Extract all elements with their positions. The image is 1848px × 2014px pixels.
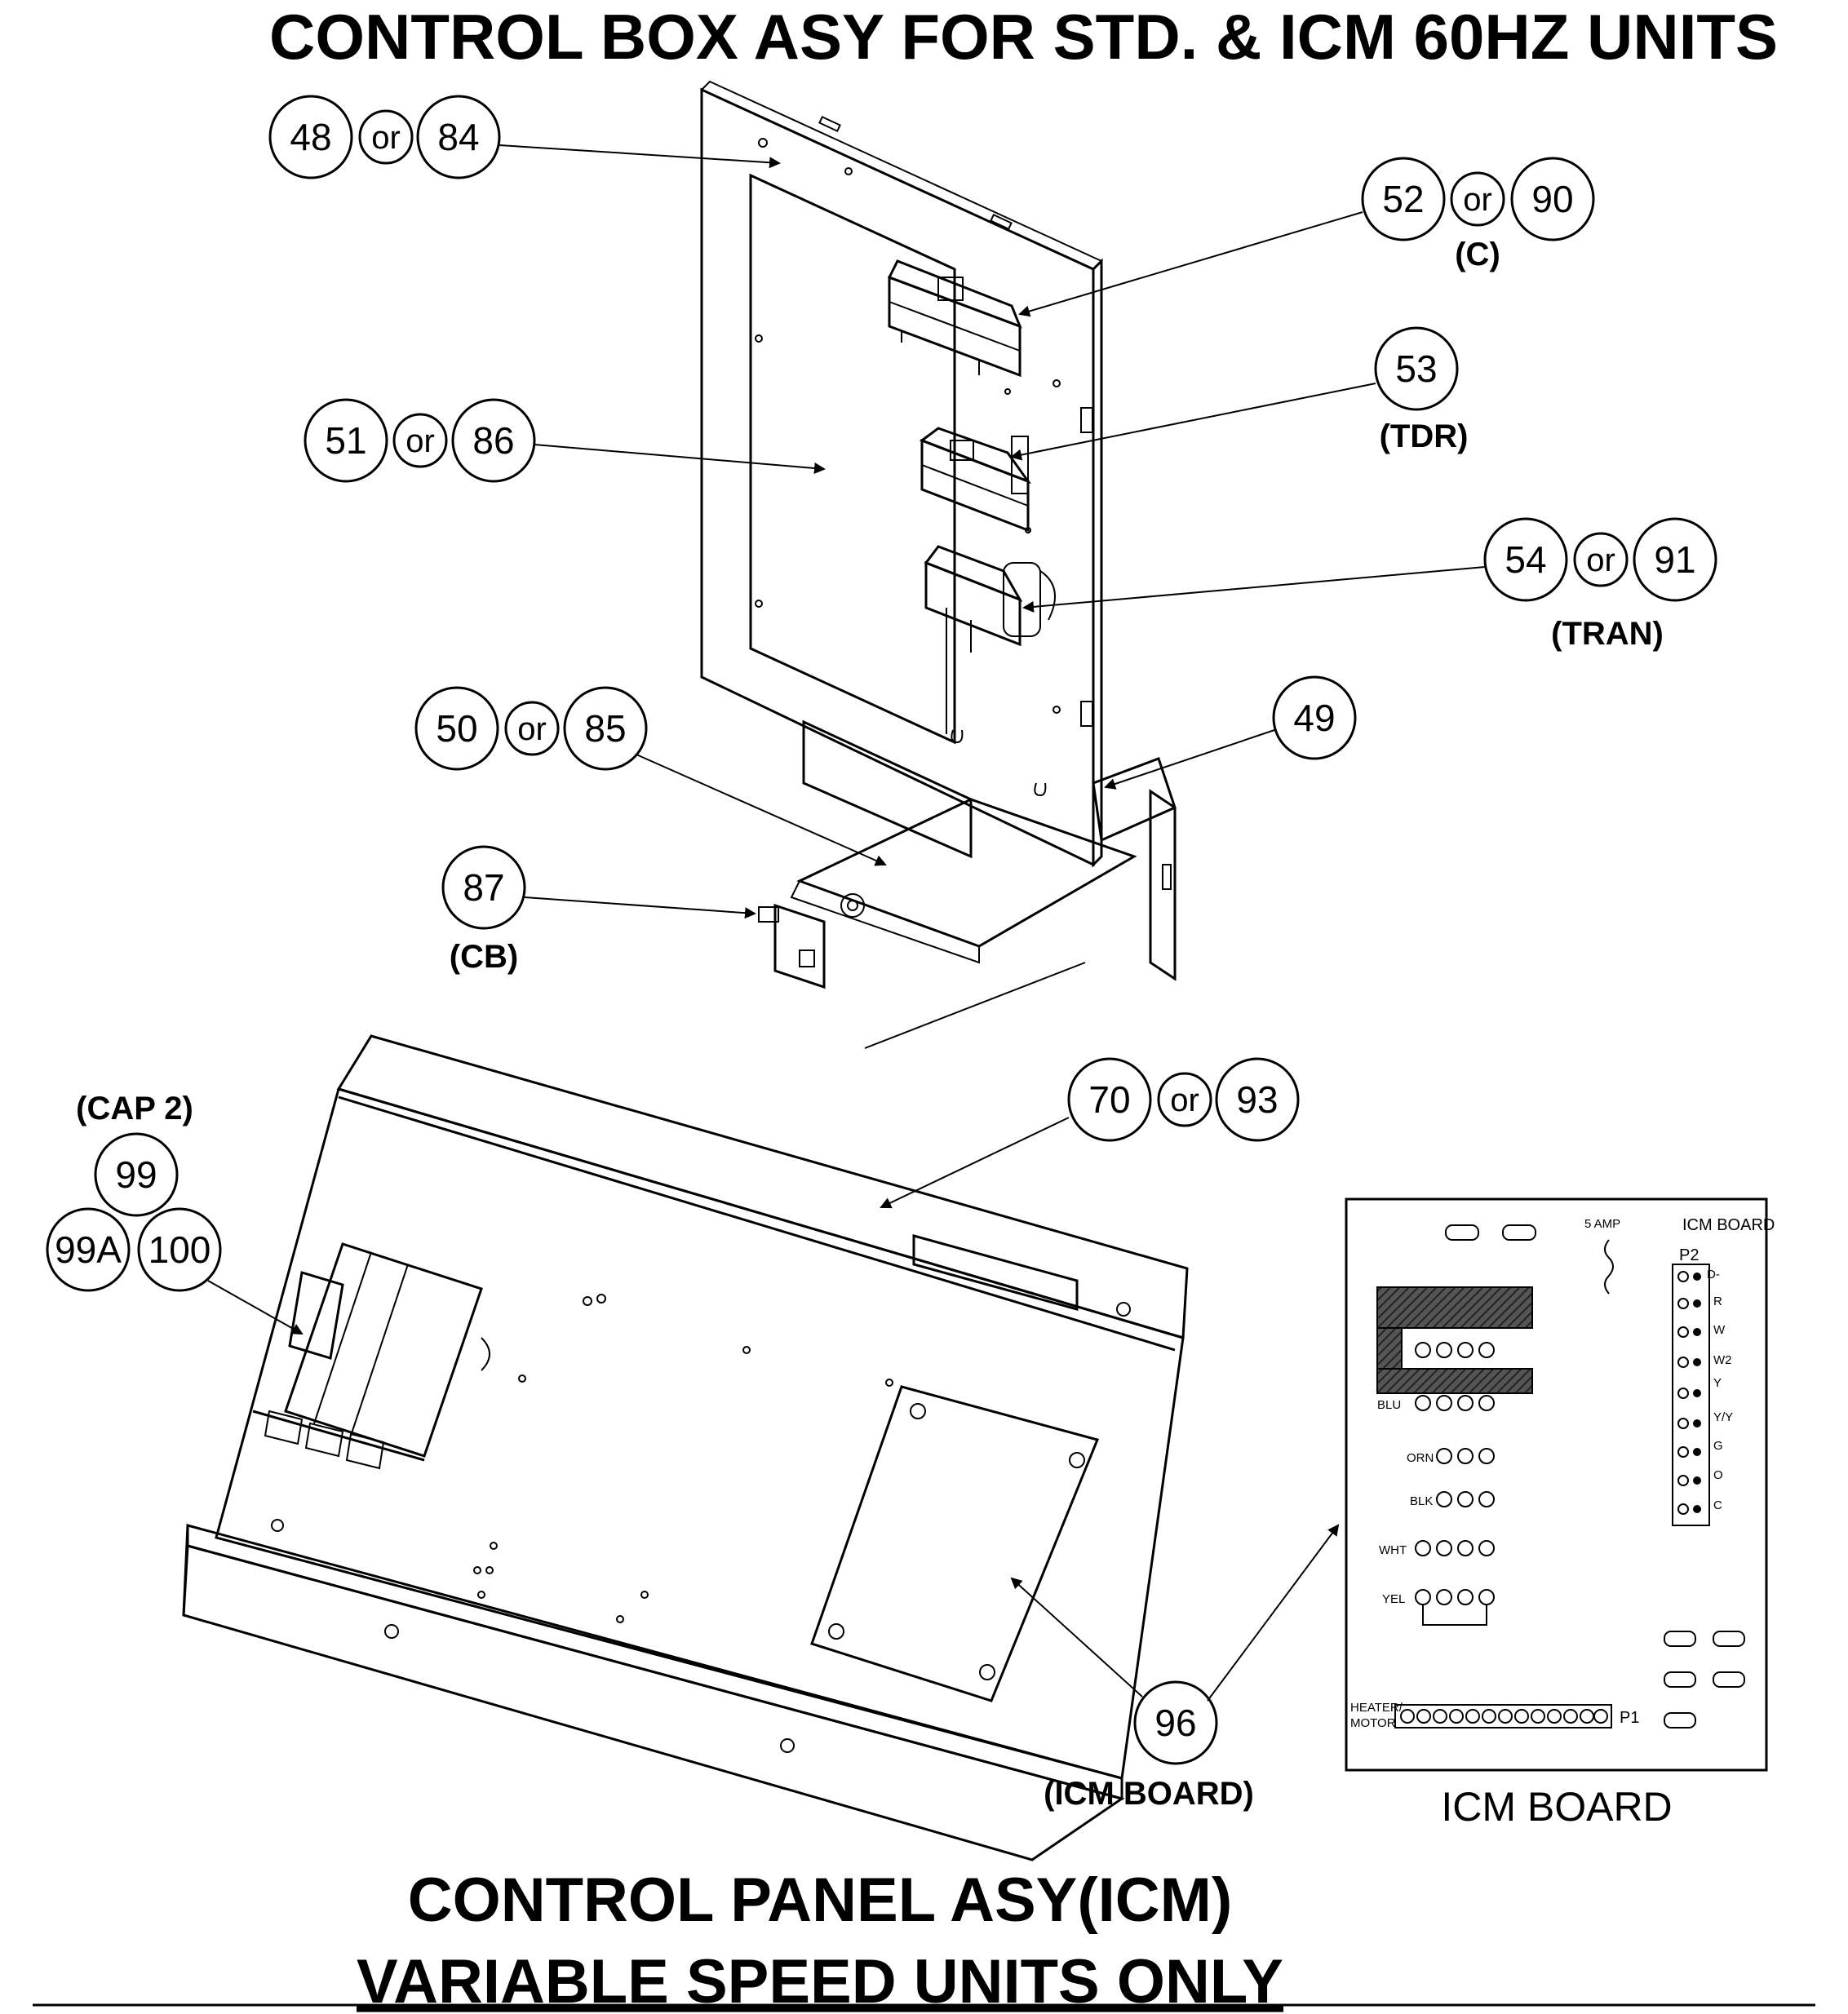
control-box-drawing <box>700 80 1177 1049</box>
svg-text:Y: Y <box>1713 1376 1722 1390</box>
svg-text:HEATER/: HEATER/ <box>1350 1701 1403 1715</box>
svg-text:ORN: ORN <box>1407 1451 1434 1465</box>
svg-text:(TDR): (TDR) <box>1380 418 1469 454</box>
svg-text:99A: 99A <box>55 1228 122 1271</box>
svg-text:48: 48 <box>290 116 331 158</box>
svg-text:(TRAN): (TRAN) <box>1551 616 1664 652</box>
svg-text:85: 85 <box>584 707 626 750</box>
time-delay-relay-component <box>919 427 1032 533</box>
callout-54-91: 54 or 91 (TRAN) <box>1022 517 1717 652</box>
svg-text:BLU: BLU <box>1377 1398 1401 1412</box>
svg-text:W2: W2 <box>1713 1353 1732 1367</box>
svg-text:(CB): (CB) <box>450 939 518 975</box>
svg-text:or: or <box>517 711 547 747</box>
svg-text:52: 52 <box>1382 178 1424 220</box>
bottom-title-1: CONTROL PANEL ASY(ICM) <box>408 1866 1233 1935</box>
svg-text:G: G <box>1713 1439 1723 1453</box>
svg-text:(CAP 2): (CAP 2) <box>76 1091 193 1127</box>
callout-96: 96 (ICM BOARD) <box>1010 1524 1340 1812</box>
svg-text:or: or <box>1586 542 1615 578</box>
svg-text:51: 51 <box>325 419 366 462</box>
svg-text:49: 49 <box>1293 697 1335 739</box>
svg-text:99: 99 <box>115 1153 157 1196</box>
panel-icm-board <box>810 1385 1100 1702</box>
svg-text:P1: P1 <box>1620 1709 1639 1727</box>
svg-text:84: 84 <box>437 116 479 158</box>
callout-70-93: 70 or 93 <box>880 1057 1300 1209</box>
svg-text:or: or <box>1463 182 1492 218</box>
icm-board-caption: ICM BOARD <box>1441 1784 1672 1830</box>
svg-text:R: R <box>1713 1295 1722 1308</box>
svg-text:Y/Y: Y/Y <box>1713 1410 1733 1424</box>
svg-text:50: 50 <box>436 707 477 750</box>
contactor-component <box>887 259 1022 378</box>
svg-text:90: 90 <box>1531 178 1573 220</box>
svg-text:or: or <box>371 120 401 156</box>
capacitor-component <box>252 1242 490 1470</box>
callout-48-84: 48 or 84 <box>268 95 781 179</box>
control-panel-drawing <box>182 1034 1189 1861</box>
svg-text:BLK: BLK <box>1410 1494 1433 1508</box>
svg-text:91: 91 <box>1654 538 1695 581</box>
svg-text:86: 86 <box>472 419 514 462</box>
svg-text:C: C <box>1713 1498 1722 1512</box>
svg-text:WHT: WHT <box>1379 1543 1407 1557</box>
svg-text:D-: D- <box>1707 1268 1720 1281</box>
callout-52-90: 52 or 90 (C) <box>1018 157 1595 317</box>
svg-text:W: W <box>1713 1323 1726 1337</box>
svg-text:(ICM BOARD): (ICM BOARD) <box>1044 1776 1254 1812</box>
svg-text:70: 70 <box>1088 1078 1130 1121</box>
svg-text:YEL: YEL <box>1382 1592 1405 1606</box>
svg-text:ICM BOARD: ICM BOARD <box>1682 1216 1775 1234</box>
svg-text:O: O <box>1713 1468 1723 1482</box>
callout-cap2: (CAP 2) 99 99A 100 <box>46 1091 304 1335</box>
svg-text:100: 100 <box>148 1228 211 1271</box>
p1-terminals <box>1400 1709 1608 1724</box>
callout-87: 87 (CB) <box>441 845 756 975</box>
circuit-breaker-component <box>758 903 826 989</box>
svg-text:or: or <box>405 423 435 459</box>
svg-text:(C): (C) <box>1455 237 1500 272</box>
callout-50-85: 50 or 85 <box>414 686 887 866</box>
icm-board-detail: ICM BOARD 5 AMP P2 D- R W W2 Y Y/Y G <box>1345 1197 1775 1772</box>
p2-terminals: D- R W W2 Y Y/Y G O C <box>1677 1268 1733 1515</box>
callout-51-86: 51 or 86 <box>304 398 826 483</box>
svg-text:or: or <box>1170 1082 1199 1118</box>
svg-text:93: 93 <box>1236 1078 1278 1121</box>
callout-49: 49 <box>1104 675 1357 790</box>
transformer-component <box>924 545 1056 653</box>
svg-text:87: 87 <box>463 866 504 909</box>
svg-text:53: 53 <box>1395 347 1437 390</box>
svg-text:P2: P2 <box>1679 1246 1699 1264</box>
callout-53: 53 (TDR) <box>1010 326 1469 461</box>
svg-text:MOTOR: MOTOR <box>1350 1716 1396 1730</box>
svg-text:5 AMP: 5 AMP <box>1584 1217 1620 1231</box>
svg-text:54: 54 <box>1505 538 1546 581</box>
diagram-title: CONTROL BOX ASY FOR STD. & ICM 60HZ UNIT… <box>269 1 1778 73</box>
svg-text:96: 96 <box>1154 1702 1196 1744</box>
bottom-title-2: VARIABLE SPEED UNITS ONLY <box>357 1947 1283 2014</box>
wire-taps: BLU ORN BLK WHT YEL <box>1377 1342 1495 1626</box>
